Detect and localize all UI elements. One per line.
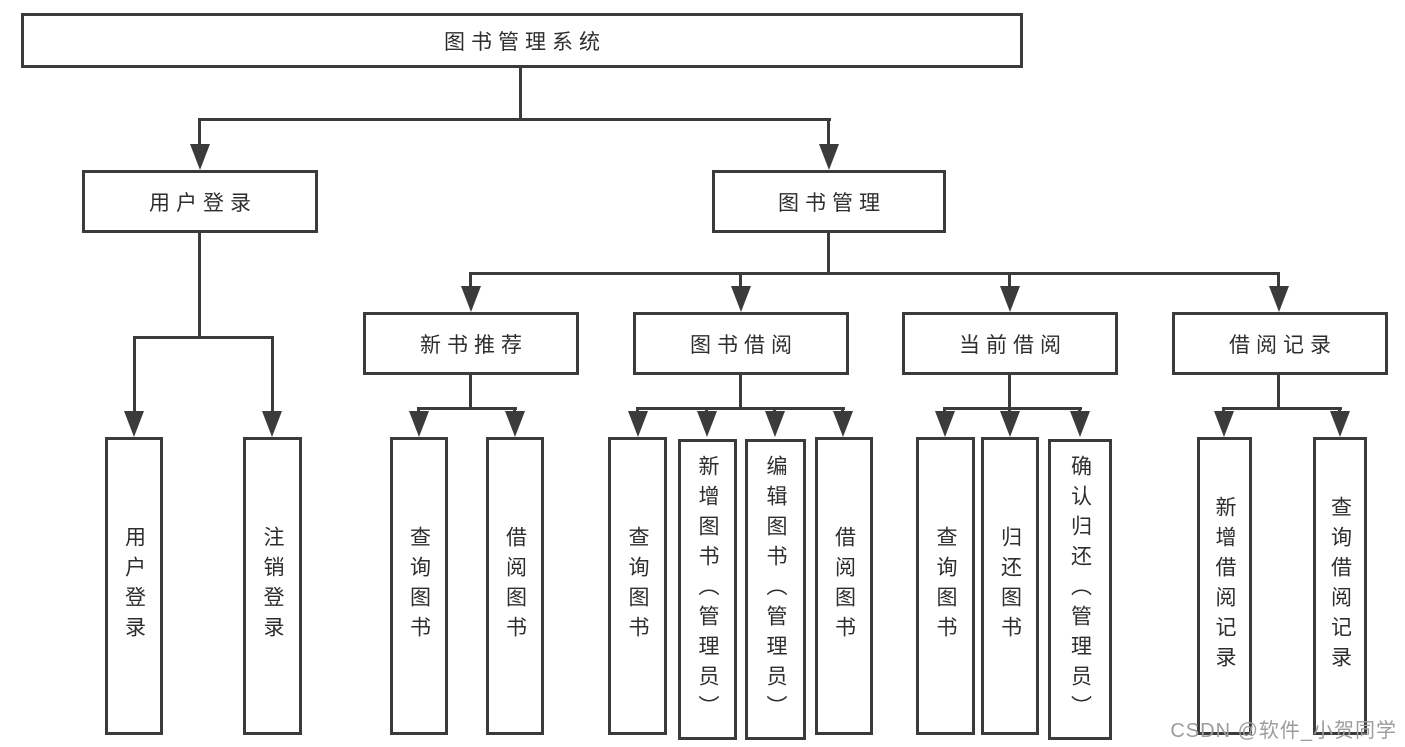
arrow-down-icon	[1269, 286, 1289, 312]
leaf-label: 用户登录	[122, 526, 146, 646]
node-new-book-recommend: 新书推荐	[363, 312, 579, 375]
connector-current-borrow-bar	[943, 407, 1082, 410]
node-root-library-system: 图书管理系统	[21, 13, 1023, 68]
leaf-label: 查询图书	[934, 526, 957, 646]
connector-drop-borrow-records	[1277, 272, 1280, 288]
connector-drop-user-login	[198, 118, 201, 148]
arrow-down-icon	[1000, 286, 1020, 312]
connector-drop-leaf-logout	[271, 336, 274, 413]
connector-user-login-stem	[198, 233, 201, 336]
leaf-borrow-borrow-books: 借阅图书	[815, 437, 873, 735]
arrow-down-icon	[461, 286, 481, 312]
leaf-borrow-query-books: 查询图书	[608, 437, 667, 735]
leaf-label: 新增图书（管理员）	[696, 454, 719, 725]
arrow-down-icon	[731, 286, 751, 312]
arrow-down-icon	[190, 144, 210, 170]
leaf-current-return-books: 归还图书	[981, 437, 1039, 735]
connector-drop-book-management	[827, 118, 830, 148]
connector-book-management-stem	[827, 233, 830, 272]
connector-new-book-rec-stem	[469, 375, 472, 407]
leaf-label: 查询图书	[407, 526, 431, 646]
connector-borrow-records-stem	[1277, 375, 1280, 407]
leaf-label: 借阅图书	[503, 526, 527, 646]
arrow-down-icon	[697, 411, 717, 437]
connector-root-stem	[519, 68, 522, 118]
connector-drop-leaf-user-login	[133, 336, 136, 413]
leaf-label: 确认归还（管理员）	[1068, 454, 1092, 725]
connector-current-borrow-stem	[1008, 375, 1011, 407]
arrow-down-icon	[262, 411, 282, 437]
arrow-down-icon	[833, 411, 853, 437]
node-user-login-group: 用户登录	[82, 170, 318, 233]
arrow-down-icon	[1214, 411, 1234, 437]
leaf-records-query-record: 查询借阅记录	[1313, 437, 1367, 735]
node-book-management: 图书管理	[712, 170, 946, 233]
connector-drop-new-book-rec	[469, 272, 472, 288]
connector-book-borrow-bar	[636, 407, 845, 410]
leaf-label: 注销登录	[261, 526, 284, 646]
connector-level2-bar	[198, 118, 831, 121]
connector-drop-current-borrow	[1008, 272, 1011, 288]
leaf-rec-query-books: 查询图书	[390, 437, 448, 735]
arrow-down-icon	[1070, 411, 1090, 437]
arrow-down-icon	[935, 411, 955, 437]
arrow-down-icon	[505, 411, 525, 437]
leaf-user-login: 用户登录	[105, 437, 163, 735]
arrow-down-icon	[1330, 411, 1350, 437]
arrow-down-icon	[819, 144, 839, 170]
leaf-borrow-add-books-admin: 新增图书（管理员）	[678, 439, 737, 740]
connector-user-login-bar	[133, 336, 274, 339]
leaf-label: 查询借阅记录	[1328, 496, 1352, 676]
node-current-borrowing: 当前借阅	[902, 312, 1118, 375]
leaf-label: 新增借阅记录	[1213, 496, 1236, 676]
arrow-down-icon	[765, 411, 785, 437]
leaf-borrow-edit-books-admin: 编辑图书（管理员）	[745, 439, 806, 740]
connector-drop-book-borrow	[739, 272, 742, 288]
leaf-label: 归还图书	[998, 526, 1022, 646]
connector-new-book-rec-bar	[417, 407, 517, 410]
arrow-down-icon	[124, 411, 144, 437]
connector-book-borrow-stem	[739, 375, 742, 407]
leaf-label: 查询图书	[626, 526, 649, 646]
connector-borrow-records-bar	[1222, 407, 1342, 410]
leaf-label: 编辑图书（管理员）	[764, 454, 787, 725]
watermark-text: CSDN @软件_小贺同学	[1170, 720, 1397, 742]
leaf-label: 借阅图书	[832, 526, 856, 646]
node-book-borrowing: 图书借阅	[633, 312, 849, 375]
leaf-current-query-books: 查询图书	[916, 437, 975, 735]
leaf-records-add-record: 新增借阅记录	[1197, 437, 1252, 735]
arrow-down-icon	[628, 411, 648, 437]
arrow-down-icon	[409, 411, 429, 437]
node-borrowing-records: 借阅记录	[1172, 312, 1388, 375]
arrow-down-icon	[1000, 411, 1020, 437]
leaf-logout: 注销登录	[243, 437, 302, 735]
leaf-rec-borrow-books: 借阅图书	[486, 437, 544, 735]
leaf-current-confirm-return-admin: 确认归还（管理员）	[1048, 439, 1112, 740]
connector-level3-bar	[469, 272, 1280, 275]
